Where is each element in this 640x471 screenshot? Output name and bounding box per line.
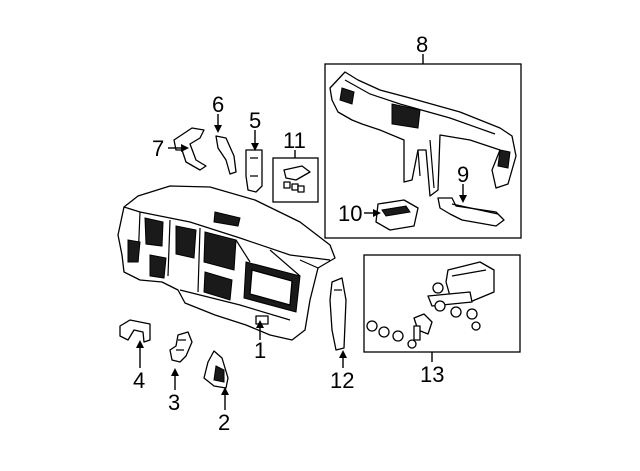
callout-12: 12 (330, 368, 354, 393)
group-box-13 (363, 254, 521, 353)
bracket-part-6 (215, 135, 237, 175)
hardware-kit-part-13 (366, 261, 495, 349)
callout-7: 7 (152, 136, 164, 161)
bracket-part-4 (119, 319, 151, 343)
side-cover-part-2 (203, 350, 229, 389)
bracket-part-3 (169, 331, 193, 363)
callout-1: 1 (254, 338, 266, 363)
bracket-part-9 (437, 197, 505, 227)
end-cap-part-12 (329, 277, 347, 351)
instrument-panel-part (117, 185, 336, 341)
clip-set-part-11 (283, 165, 311, 193)
cross-car-beam-part-8 (329, 71, 517, 197)
module-part-10 (375, 199, 419, 231)
callout-3: 3 (168, 390, 180, 415)
callout-5: 5 (249, 108, 261, 133)
bracket-part-7 (173, 127, 207, 171)
callout-2: 2 (218, 410, 230, 435)
leader-lines (136, 54, 467, 410)
callout-9: 9 (457, 162, 469, 187)
callout-6: 6 (212, 92, 224, 117)
callout-4: 4 (133, 368, 145, 393)
callout-11: 11 (283, 128, 306, 153)
callout-8: 8 (416, 32, 428, 57)
callout-10: 10 (338, 201, 362, 226)
callout-13: 13 (420, 362, 444, 387)
bracket-part-5 (245, 149, 263, 193)
